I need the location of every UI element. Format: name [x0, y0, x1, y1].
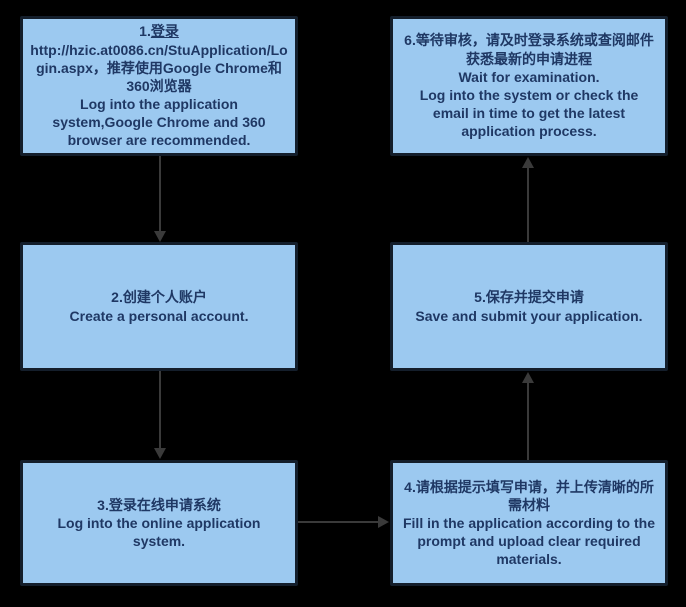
step-3-chinese-text: 3.登录在线申请系统 — [97, 496, 221, 513]
arrow-line — [298, 521, 378, 523]
flow-step-2-create-account: 2.创建个人账户 Create a personal account. — [20, 242, 298, 371]
arrow-right-icon — [378, 516, 389, 528]
arrow-line — [159, 156, 161, 232]
arrow-up-icon — [522, 372, 534, 383]
step-3-english-text: Log into the online application system. — [57, 514, 261, 550]
step-5-chinese-text: 5.保存并提交申请 — [474, 289, 584, 306]
arrow-line — [159, 371, 161, 449]
flow-step-3-login-online-system: 3.登录在线申请系统 Log into the online applicati… — [20, 460, 298, 586]
flow-step-5-save-submit: 5.保存并提交申请 Save and submit your applicati… — [390, 242, 668, 371]
step-6-english-text-line2: Log into the system or check the email i… — [419, 87, 639, 140]
arrow-down-icon — [154, 231, 166, 242]
step-2-chinese-text: 2.创建个人账户 — [111, 289, 207, 306]
step-5-english-text: Save and submit your application. — [415, 307, 643, 324]
step-6-chinese-text: 6.等待审核，请及时登录系统或查阅邮件获悉最新的申请进程 — [404, 32, 654, 67]
flow-step-6-wait-examination: 6.等待审核，请及时登录系统或查阅邮件获悉最新的申请进程 Wait for ex… — [390, 16, 668, 156]
step-1-number: 1. — [139, 23, 151, 40]
step-4-english-text: Fill in the application according to the… — [402, 514, 655, 568]
step-1-login-link: 登录 — [150, 23, 179, 40]
flow-step-4-fill-application: 4.请根据提示填写申请，并上传清晰的所需材料 Fill in the appli… — [390, 460, 668, 586]
flow-step-1-login-system: 1.登录http://hzic.at0086.cn/StuApplication… — [20, 16, 298, 156]
step-4-chinese-text: 4.请根据提示填写申请，并上传清晰的所需材料 — [404, 478, 654, 513]
arrow-up-icon — [522, 157, 534, 168]
arrow-down-icon — [154, 448, 166, 459]
arrow-line — [527, 168, 529, 242]
step-1-url-text: http://hzic.at0086.cn/StuApplication/Log… — [30, 41, 288, 94]
arrow-line — [527, 383, 529, 460]
step-2-english-text: Create a personal account. — [69, 307, 249, 324]
step-1-chinese-text: 1.登录http://hzic.at0086.cn/StuApplication… — [30, 22, 288, 95]
step-6-english-text-line1: Wait for examination. — [458, 68, 600, 85]
step-1-english-text: Log into the application system,Google C… — [52, 96, 266, 149]
